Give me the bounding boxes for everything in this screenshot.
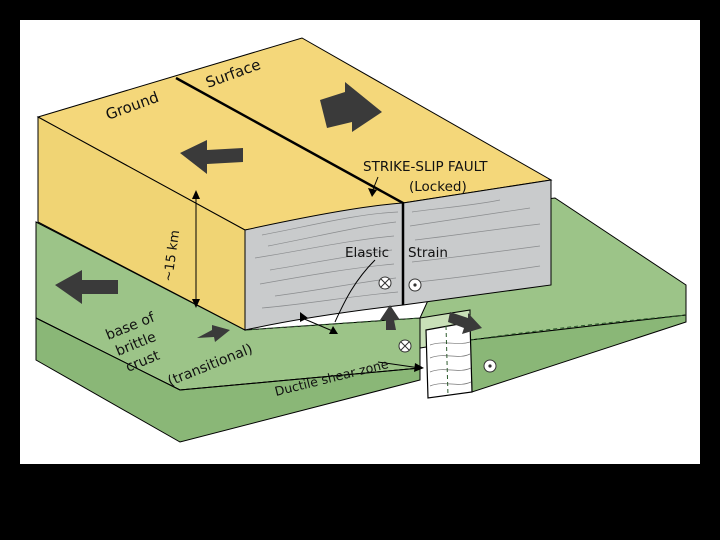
depth-label: ~15 km	[161, 229, 183, 282]
fault-face	[244, 179, 552, 331]
elastic-label: Elastic	[345, 245, 389, 261]
strain-label: Strain	[408, 245, 448, 261]
block-arrow-icon	[197, 325, 230, 342]
out-of-page-symbol-2	[483, 359, 497, 373]
motion-arrows	[55, 82, 482, 342]
block-arrow-icon	[380, 305, 400, 330]
brittle-base-line	[35, 317, 421, 391]
fault-state-label: (Locked)	[409, 179, 467, 195]
block-arrow-icon	[448, 312, 482, 334]
block-arrow-icon	[180, 140, 243, 174]
fault-trace	[175, 76, 405, 305]
brittle-crust	[36, 37, 553, 331]
into-page-symbol-1	[378, 276, 392, 290]
fault-title-label: STRIKE-SLIP FAULT	[363, 159, 488, 175]
block-arrow-icon	[55, 270, 118, 304]
strain-streaks	[254, 199, 541, 309]
ductile-dashed-right	[469, 314, 687, 341]
leader-lines	[192, 176, 424, 372]
into-page-symbol-2	[398, 339, 412, 353]
out-of-page-symbol-1	[408, 278, 422, 292]
block-arrow-icon	[320, 82, 382, 132]
shear-zone-front	[425, 321, 473, 399]
